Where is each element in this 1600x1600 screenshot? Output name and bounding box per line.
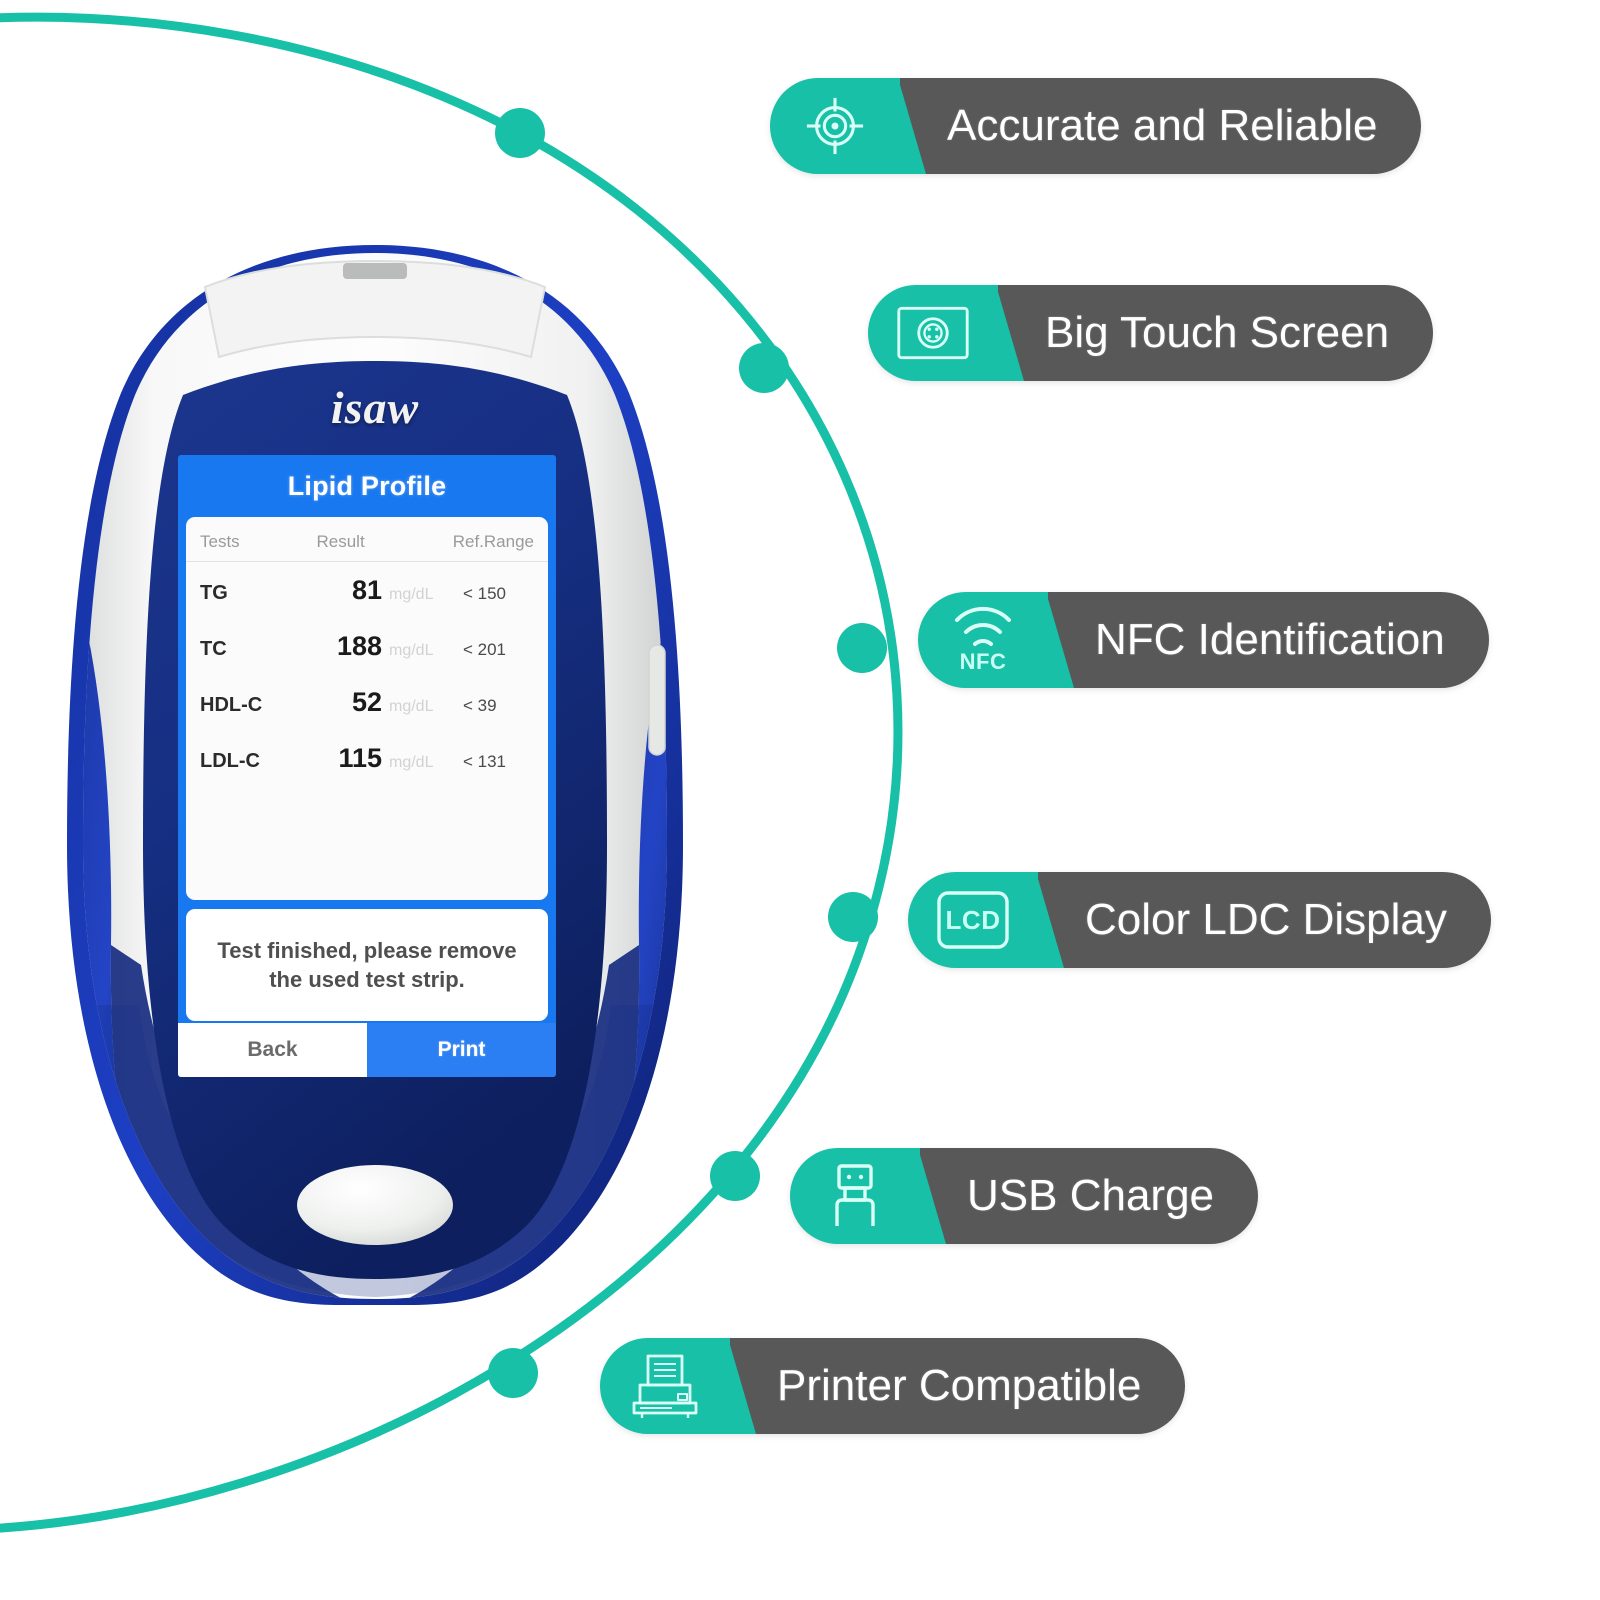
- col-header-refrange: Ref.Range: [452, 532, 534, 551]
- test-name: LDL-C: [200, 750, 260, 772]
- feature-pill-printer[interactable]: Printer Compatible: [600, 1338, 1186, 1434]
- arc-node-1: [495, 108, 545, 158]
- feature-pill-lcd[interactable]: LCD Color LDC Display: [908, 872, 1491, 968]
- arc-node-5: [710, 1151, 760, 1201]
- lcd-icon: LCD: [908, 872, 1064, 968]
- results-table-header: Tests Result Ref.Range: [186, 521, 548, 562]
- feature-label: Accurate and Reliable: [899, 78, 1422, 174]
- test-name: HDL-C: [200, 694, 263, 716]
- test-range: < 39: [463, 696, 497, 715]
- feature-pill-accurate[interactable]: Accurate and Reliable: [770, 78, 1422, 174]
- status-message: Test finished, please remove the used te…: [217, 937, 517, 992]
- feature-label: USB Charge: [919, 1148, 1259, 1244]
- table-row: LDL-C 115 mg/dL < 131: [186, 730, 548, 786]
- back-button[interactable]: Back: [178, 1023, 367, 1077]
- touch-screen-icon: [868, 285, 1024, 381]
- print-button[interactable]: Print: [367, 1023, 556, 1077]
- test-range: < 131: [463, 752, 507, 771]
- arc-node-2: [739, 343, 789, 393]
- arc-node-3: [837, 623, 887, 673]
- test-unit: mg/dL: [389, 698, 434, 715]
- home-button[interactable]: [297, 1165, 453, 1245]
- test-unit: mg/dL: [389, 754, 434, 771]
- feature-label: Printer Compatible: [729, 1338, 1186, 1434]
- table-row: HDL-C 52 mg/dL < 39: [186, 674, 548, 730]
- side-power-button[interactable]: [648, 644, 666, 756]
- test-strip-port: [343, 263, 407, 279]
- feature-pill-nfc[interactable]: NFC NFC Identification: [918, 592, 1489, 688]
- test-range: < 201: [463, 640, 507, 659]
- col-header-tests: Tests: [200, 532, 240, 551]
- test-unit: mg/dL: [389, 642, 434, 659]
- brand-logo: isaw: [330, 382, 420, 433]
- nfc-icon-text: NFC: [959, 649, 1007, 674]
- test-value: 188: [336, 631, 382, 661]
- col-header-result: Result: [316, 532, 365, 551]
- results-card: Tests Result Ref.Range TG 81 mg/dL < 150…: [186, 517, 548, 900]
- arc-node-6: [488, 1348, 538, 1398]
- test-value: 81: [351, 575, 382, 605]
- feature-label: NFC Identification: [1047, 592, 1489, 688]
- arc-node-4: [828, 892, 878, 942]
- screen-title: Lipid Profile: [287, 471, 447, 501]
- status-message-card: Test finished, please remove the used te…: [186, 909, 548, 1021]
- table-row: TG 81 mg/dL < 150: [186, 562, 548, 618]
- test-name: TG: [200, 582, 228, 604]
- test-value: 115: [338, 743, 382, 773]
- test-unit: mg/dL: [389, 586, 434, 603]
- feature-label: Color LDC Display: [1037, 872, 1491, 968]
- device-screen: Lipid Profile Tests Result Ref.Range TG …: [178, 455, 556, 1077]
- table-row: TC 188 mg/dL < 201: [186, 618, 548, 674]
- nfc-icon: NFC: [918, 592, 1074, 688]
- printer-icon: [600, 1338, 756, 1434]
- feature-pill-usb[interactable]: USB Charge: [790, 1148, 1259, 1244]
- screen-button-row: Back Print: [178, 1023, 556, 1077]
- test-name: TC: [200, 638, 227, 660]
- target-crosshair-icon: [770, 78, 926, 174]
- strip-slot-housing: [203, 259, 547, 359]
- device-illustration: isaw Lipid Profile Tests Result Ref.Rang…: [55, 245, 695, 1305]
- usb-plug-icon: [790, 1148, 946, 1244]
- feature-pill-touchscreen[interactable]: Big Touch Screen: [868, 285, 1434, 381]
- feature-label: Big Touch Screen: [997, 285, 1434, 381]
- lcd-icon-text: LCD: [945, 904, 1001, 935]
- test-range: < 150: [463, 584, 507, 603]
- test-value: 52: [351, 687, 382, 717]
